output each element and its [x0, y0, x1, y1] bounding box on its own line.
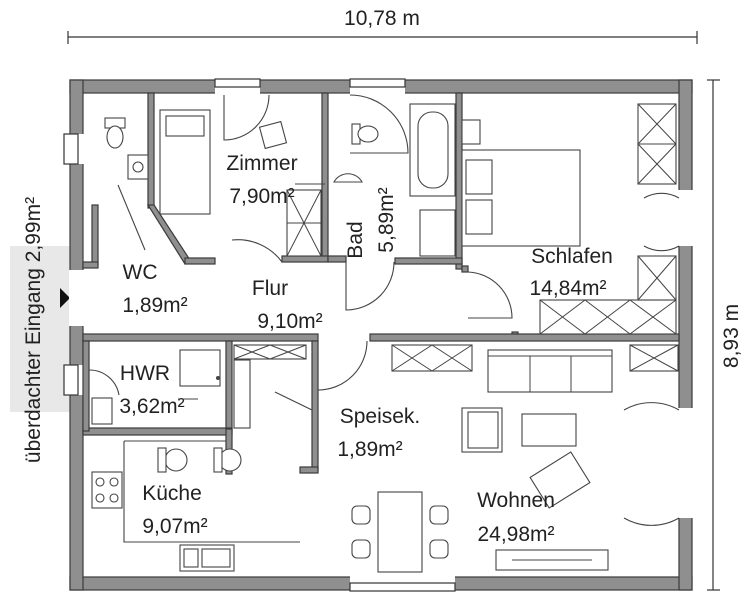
- schlafen-wardrobe-bottom-icon: [539, 255, 677, 335]
- room-label-schlafen: Schlafen 14,84m²: [529, 245, 612, 300]
- interior-walls: [82, 92, 680, 475]
- zimmer-wardrobe-icon: [286, 189, 322, 257]
- room-label-hwr: HWR 3,62m²: [119, 362, 184, 418]
- kitchen-stools-icon: [157, 447, 242, 473]
- room-name: HWR: [120, 362, 170, 385]
- width-dimension-label: 10,78 m: [344, 7, 420, 30]
- wc-toilet-icon: [104, 117, 126, 149]
- wc-sink-icon: [127, 154, 149, 180]
- room-name: Speisek.: [340, 405, 421, 428]
- covered-entrance-area: [10, 246, 72, 412]
- room-area: 9,10m²: [257, 310, 322, 333]
- hwr-shelf-icon: [91, 397, 113, 425]
- entrance-label: überdachter Eingang 2,99m²: [22, 197, 45, 463]
- room-name: WC: [123, 261, 158, 284]
- room-area: 14,84m²: [529, 277, 606, 300]
- sofa-icon: [487, 349, 613, 393]
- kitchen-sink-icon: [179, 544, 235, 572]
- zimmer-chair-icon: [258, 120, 288, 150]
- entrance-arrow-icon: [60, 288, 70, 308]
- height-dimension-label: 8,93 m: [720, 304, 743, 368]
- bad-cabinet-icon: [419, 209, 456, 257]
- room-label-bad: Bad 5,89m²: [344, 187, 398, 258]
- kitchen-counter-icon: [123, 440, 300, 543]
- pantry-shelves-icon: [233, 344, 307, 429]
- doors: [88, 94, 680, 526]
- room-area: 1,89m²: [337, 438, 402, 461]
- room-name: Zimmer: [226, 152, 297, 175]
- schlafen-wardrobe-top-icon: [637, 103, 677, 185]
- room-name: Wohnen: [477, 489, 555, 512]
- armchair-icon: [461, 407, 503, 453]
- room-name: Küche: [142, 482, 202, 505]
- room-label-flur: Flur 9,10m²: [252, 277, 323, 333]
- bad-sink-icon: [333, 173, 363, 183]
- dining-table-icon: [377, 491, 423, 573]
- windows: [63, 78, 456, 592]
- bathtub-icon: [409, 103, 456, 197]
- room-area: 1,89m²: [122, 294, 187, 317]
- room-area: 24,98m²: [477, 523, 554, 546]
- double-bed-icon: [461, 149, 581, 247]
- room-label-kueche: Küche 9,07m²: [142, 482, 207, 538]
- height-dimension-line: [707, 79, 720, 591]
- room-label-speisek: Speisek. 1,89m²: [337, 405, 420, 461]
- tv-cabinet-icon: [495, 549, 609, 571]
- room-label-zimmer: Zimmer 7,90m²: [226, 152, 297, 208]
- room-area: 9,07m²: [142, 515, 207, 538]
- width-dimension-line: [67, 31, 698, 44]
- room-name: Flur: [252, 277, 288, 300]
- stove-icon: [91, 471, 123, 509]
- room-name: Schlafen: [531, 245, 613, 268]
- room-label-wc: WC 1,89m²: [122, 261, 187, 317]
- bad-toilet-icon: [351, 123, 379, 145]
- room-name: Bad: [344, 221, 367, 258]
- living-sideboard-icon: [391, 344, 679, 372]
- lounge-chair-icon: [529, 451, 591, 509]
- room-area: 5,89m²: [375, 187, 398, 252]
- hwr-appliance-icon: [179, 349, 221, 387]
- zimmer-bed-icon: [159, 109, 211, 215]
- room-area: 7,90m²: [229, 185, 294, 208]
- leader-lines: [178, 183, 325, 400]
- nightstand-icon: [461, 119, 481, 145]
- coffee-table-icon: [521, 413, 577, 447]
- room-label-wohnen: Wohnen 24,98m²: [477, 489, 555, 546]
- room-area: 3,62m²: [119, 395, 184, 418]
- dining-chairs-icon: [351, 505, 449, 559]
